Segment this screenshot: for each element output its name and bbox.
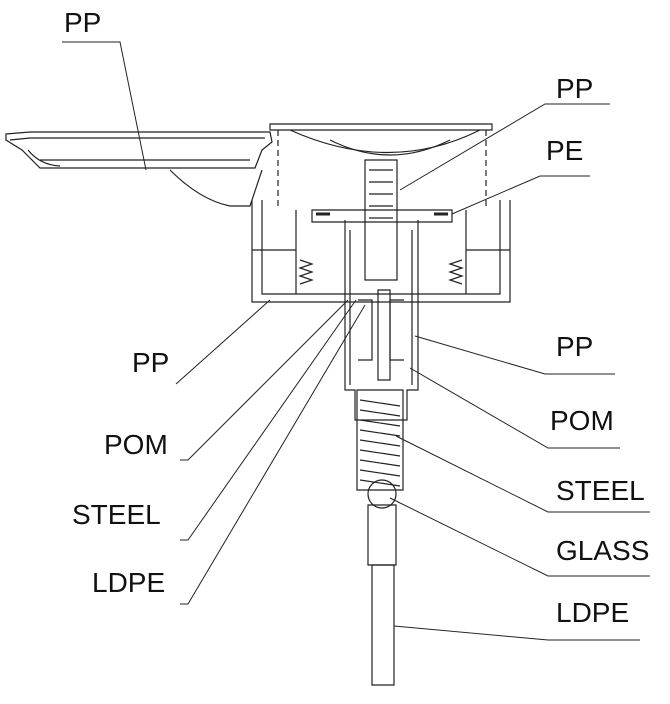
leader-ldpe-left — [180, 305, 365, 604]
leader-pom-left — [180, 300, 348, 460]
leader-pp-left — [176, 300, 270, 384]
leader-pom-right — [410, 368, 620, 448]
leader-glass-right — [390, 498, 650, 576]
dip-tube-upper — [368, 505, 396, 565]
leader-steel-right — [396, 436, 650, 512]
gasket — [312, 210, 452, 222]
leader-ldpe-right — [394, 626, 640, 640]
label-steel-right: STEEL — [556, 475, 645, 506]
label-ldpe-left: LDPE — [92, 567, 166, 598]
label-ldpe-right: LDPE — [556, 597, 630, 628]
actuator-dome — [270, 124, 492, 130]
actuator-spout — [6, 132, 272, 168]
dip-tube — [372, 565, 394, 685]
label-pom-left: POM — [104, 429, 168, 460]
leader-pp-right-1 — [400, 104, 610, 190]
label-pp-right-1: PP — [556, 73, 594, 104]
pump-housing — [345, 220, 418, 420]
label-glass-right: GLASS — [556, 535, 650, 566]
leader-steel-left — [180, 300, 356, 540]
label-pe-right: PE — [546, 135, 584, 166]
label-steel-left: STEEL — [72, 499, 161, 530]
leader-pp-top-left — [62, 42, 146, 170]
label-pp-left: PP — [132, 347, 170, 378]
label-pp-right-2: PP — [556, 331, 594, 362]
glass-ball — [368, 480, 396, 508]
closure-cap — [252, 200, 510, 302]
label-pom-right: POM — [550, 405, 614, 436]
label-pp-top-left: PP — [64, 7, 102, 38]
leader-pe-right — [452, 176, 590, 214]
stem — [365, 160, 397, 280]
leader-pp-right-2 — [415, 336, 615, 374]
